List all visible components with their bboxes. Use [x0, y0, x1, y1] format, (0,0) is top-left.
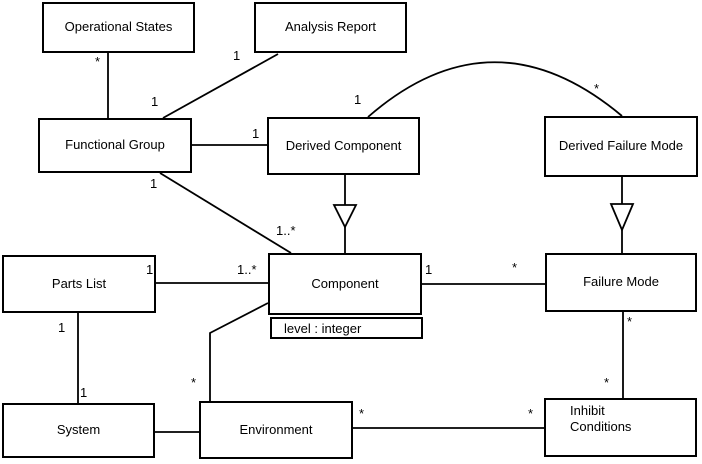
- mult-derived-component-left: 1: [252, 126, 260, 141]
- class-derived-failure-mode-label: Derived Failure Mode: [558, 138, 684, 154]
- class-derived-component-label: Derived Component: [285, 137, 402, 153]
- class-component-label: Component: [311, 275, 379, 291]
- class-functional-group[interactable]: Functional Group: [38, 118, 192, 173]
- mult-environment-top: *: [191, 375, 197, 390]
- class-functional-group-label: Functional Group: [65, 137, 165, 153]
- assoc-analysis-report-functional-group: [162, 53, 279, 119]
- mult-component-diagonal-end: 1..*: [276, 223, 296, 238]
- class-environment[interactable]: Environment: [199, 401, 353, 459]
- generalization-derived-component-arrowhead: [332, 204, 358, 230]
- mult-component-left: 1..*: [237, 262, 257, 277]
- mult-parts-list-bottom: 1: [58, 320, 66, 335]
- mult-analysis-report-end: 1: [233, 48, 241, 63]
- mult-parts-list-right: 1: [146, 262, 154, 277]
- class-environment-label: Environment: [239, 421, 313, 437]
- class-component[interactable]: Component: [268, 253, 422, 315]
- mult-failure-mode-bottom: *: [627, 314, 633, 329]
- component-attribute-level: level : integer: [284, 320, 362, 336]
- class-analysis-report[interactable]: Analysis Report: [254, 2, 407, 53]
- class-failure-mode-label: Failure Mode: [583, 274, 659, 290]
- mult-functional-group-bottom: 1: [150, 176, 158, 191]
- mult-operational-states-end: *: [95, 54, 101, 69]
- mult-system-top: 1: [80, 385, 88, 400]
- generalization-derived-failure-mode-arrowhead: [609, 203, 635, 233]
- mult-arc-derived-failure-mode-end: *: [594, 81, 600, 96]
- class-system-label: System: [56, 422, 101, 438]
- mult-component-right: 1: [425, 262, 433, 277]
- class-derived-component[interactable]: Derived Component: [267, 117, 420, 175]
- class-system[interactable]: System: [2, 403, 155, 458]
- class-derived-failure-mode[interactable]: Derived Failure Mode: [544, 116, 698, 177]
- assoc-derived-component-derived-failure-mode-arc: [367, 61, 623, 118]
- class-failure-mode[interactable]: Failure Mode: [545, 253, 697, 312]
- assoc-functional-group-component: [159, 172, 292, 254]
- class-operational-states[interactable]: Operational States: [42, 2, 195, 53]
- mult-environment-right: *: [359, 406, 365, 421]
- class-parts-list[interactable]: Parts List: [2, 255, 156, 313]
- class-inhibit-conditions[interactable]: Inhibit Conditions: [544, 398, 697, 457]
- mult-arc-derived-component-end: 1: [354, 92, 362, 107]
- assoc-component-environment: [209, 302, 269, 401]
- class-operational-states-label: Operational States: [64, 19, 173, 35]
- class-analysis-report-label: Analysis Report: [284, 19, 377, 35]
- mult-inhibit-conditions-top: *: [604, 375, 610, 390]
- mult-failure-mode-left: *: [512, 260, 518, 275]
- mult-inhibit-conditions-left: *: [528, 406, 534, 421]
- class-component-attributes[interactable]: level : integer: [270, 317, 423, 339]
- mult-functional-group-top: 1: [151, 94, 159, 109]
- class-parts-list-label: Parts List: [51, 275, 107, 291]
- class-inhibit-conditions-label: Inhibit Conditions: [570, 403, 632, 435]
